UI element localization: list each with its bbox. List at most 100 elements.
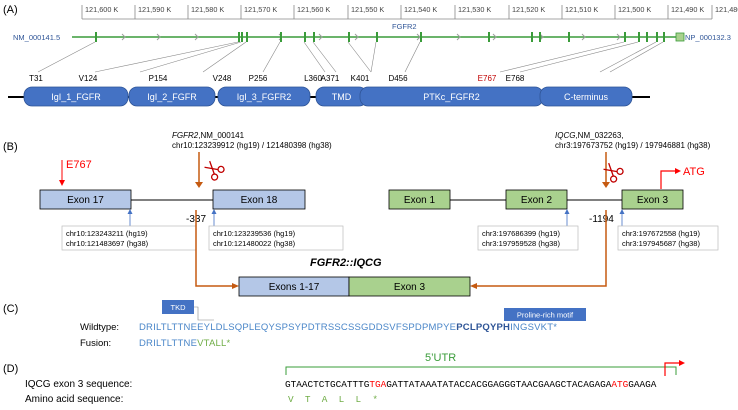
track-exon [656,32,658,42]
utr-label: 5’UTR [425,352,456,364]
iqcg-exon3-sequence: GTAACTCTGCATTTGTGAGATTATAAATATACCACGGAGG… [285,379,657,390]
iqcg-exon-1-box [388,189,451,210]
mapping-line [519,41,639,73]
mapping-line [609,41,664,73]
panel-b-label: (B) [3,141,18,153]
panel-d-label: (D) [3,363,18,375]
ruler-tick-label: 121,550 K [351,5,384,14]
fusion-name: FGFR2::IQCG [310,257,382,269]
e17-coord-pointer-head [127,209,133,214]
e767-label: E767 [66,159,92,171]
iq2-coord-box [477,225,579,251]
mapping-line [202,41,247,73]
strand-arrow [121,33,126,41]
ruler-tick-label: 121,530 K [458,5,491,14]
ruler-tick-label: 121,490 K [671,5,704,14]
ruler-tick-label: 121,540 K [404,5,437,14]
strand-arrow [616,33,621,41]
panel-c-label: (C) [3,303,18,315]
protein-domain-label: PTKc_FGFR2 [423,92,480,102]
track-exon [313,32,315,42]
iqcg-distance-label: -1194 [589,214,614,225]
track-exon [539,32,541,42]
iqcg-breakpoint-gene: IQCG,NM_032263, [555,131,623,140]
iqcg-exon-3-box [621,189,684,210]
track-exon [304,32,306,42]
iq2-coord-pointer-head [564,209,570,214]
gene-track-name: FGFR2 [392,22,417,31]
utr-bracket [285,366,677,375]
protein-domain-label: IgI_3_FGFR2 [237,92,292,102]
protein-marker: P256 [249,74,268,83]
protein-marker: E768 [506,74,525,83]
protein-marker: E767 [478,74,497,83]
protein-marker: V248 [213,74,232,83]
iq3-coord-pointer-head [619,209,625,214]
iqcg-exon-2-label: Exon 2 [521,195,553,206]
mapping-line [262,41,281,73]
iq3-coord-hg19: chr3:197672558 (hg19) [622,229,700,238]
strand-arrow [492,33,497,41]
track-exon [488,32,490,42]
iq2-coord-hg19: chr3:197686399 (hg19) [482,229,560,238]
e17-coord-hg38: chr10:121483697 (hg38) [66,239,149,248]
protein-id-right: NP_000132.3 [685,33,731,42]
fusion-iqcg-label: Exon 3 [394,282,426,293]
iqcg-exon-2-box [505,189,568,210]
track-exon [624,32,626,42]
protein-domain-label: IgI_2_FGFR [147,92,197,102]
e17-coord-hg19: chr10:123243211 (hg19) [66,229,148,238]
e18-coord-hg38: chr10:121480022 (hg38) [213,239,296,248]
iqcg-breakpoint-arrow-head [602,182,610,188]
iq3-coord-hg38: chr3:197945687 (hg38) [622,239,700,248]
mapping-line [37,41,96,73]
proline-motif-label: Proline-rich motif [517,311,574,320]
strand-arrow [318,33,323,41]
protein-marker: P154 [149,74,168,83]
track-exon [241,32,243,42]
exon-17-label: Exon 17 [67,195,104,206]
track-exon [280,32,282,42]
iqcg-exon-1-label: Exon 1 [404,195,436,206]
protein-marker: D456 [388,74,408,83]
protein-domain-label: TMD [332,92,352,102]
mapping-line [499,41,625,73]
protein-marker: K401 [351,74,370,83]
protein-marker: L360 [304,74,322,83]
mapping-line [139,41,242,73]
protein-domain [23,86,129,107]
ruler-tick-label: 121,590 K [138,5,171,14]
fusion-iqcg-part [348,276,471,297]
tkd-bracket [194,306,214,321]
iq2-coord-hg38: chr3:197959528 (hg38) [482,239,560,248]
protein-domain [217,86,311,107]
fgfr2-fusion-connector [195,210,232,287]
atg-arrow-head [675,168,681,174]
ruler-tick-label: 121,570 K [244,5,277,14]
strand-arrow [156,33,161,41]
protein-domain [128,86,216,107]
amino-acid-sequence: V T A L L * [288,394,378,405]
fusion-label: Fusion: [80,338,111,349]
gene-track [72,32,685,42]
mapping-line [370,41,377,73]
e18-coord-pointer-head [211,209,217,214]
protein-marker: V124 [79,74,98,83]
iqcg-exon-3-label: Exon 3 [637,195,669,206]
transcript-id-left: NM_000141.5 [13,33,60,42]
track-exon [246,32,248,42]
track-exon [95,32,97,42]
fgfr2-breakpoint-arrow-head [195,182,203,188]
mapping-line [347,41,372,73]
mapping-line [312,41,337,73]
track-exon [531,32,533,42]
proline-motif-badge [504,308,586,321]
panel-a-label: (A) [3,4,18,16]
track-exon [420,32,422,42]
track-exon [663,32,665,42]
mapping-line [94,41,239,73]
exon-to-protein-mapping-lines [37,41,664,73]
